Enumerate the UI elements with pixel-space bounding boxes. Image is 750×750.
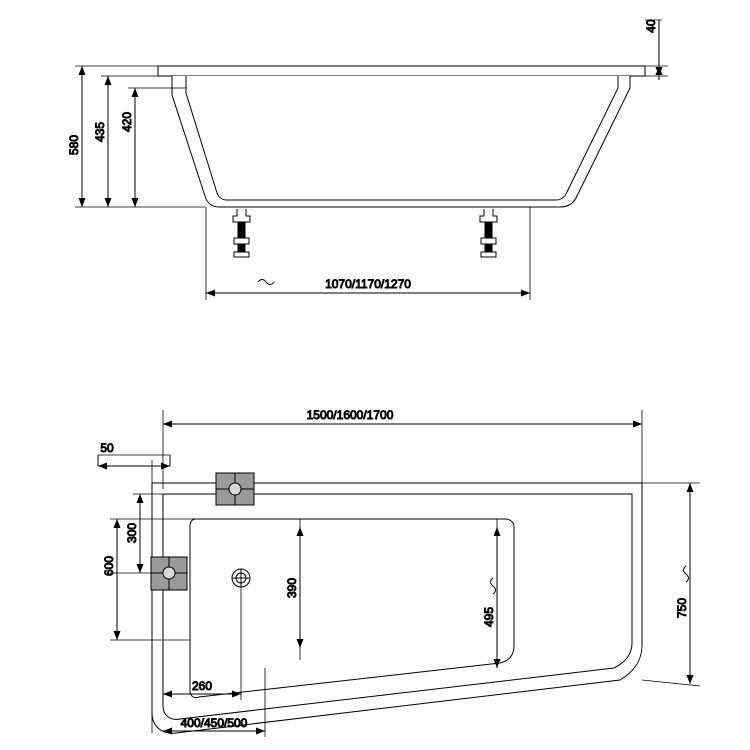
front-elevation-view: 580 435 420 40 1070/1170/1270 [67, 19, 668, 300]
dim-overall-length-label: 1500/1600/1700 [307, 408, 394, 422]
dim-bottom-length [206, 279, 530, 297]
dim-inner-width-wide-label: 495 [482, 607, 496, 627]
fitting-left [150, 556, 188, 591]
dim-inner-height-label: 435 [93, 122, 107, 142]
dim-inner-offset-y-label: 300 [125, 523, 139, 543]
dim-drain-offset-y [110, 519, 190, 641]
tub-body-outline [171, 76, 631, 208]
dim-bottom-length-label: 1070/1170/1270 [325, 277, 411, 291]
dim-inner-width-label: 390 [285, 578, 299, 598]
dim-inner-width-wide [490, 527, 501, 668]
dim-bowl-depth-label: 420 [120, 112, 134, 132]
dim-drain-offset-x-label: 260 [192, 679, 212, 693]
tub-leg-left [232, 209, 251, 258]
fitting-top [215, 472, 255, 506]
dim-edge-offset [97, 455, 171, 470]
dim-overall-height-label: 580 [67, 135, 81, 155]
tub-leg-right [479, 209, 498, 258]
dim-rim-thickness-label: 40 [644, 19, 658, 33]
tub-plan-outline [151, 482, 643, 734]
dim-foot-offset-x-label: 400/450/500 [181, 716, 248, 730]
dim-overall-width-label: 750 [675, 598, 689, 618]
dim-drain-offset-y-label: 600 [102, 556, 116, 576]
top-plan-view: 1500/1600/1700 750 50 600 300 390 [97, 408, 701, 737]
dim-edge-offset-label: 50 [100, 441, 114, 455]
dim-overall-width [683, 483, 694, 684]
tub-rim-outline [157, 65, 646, 77]
